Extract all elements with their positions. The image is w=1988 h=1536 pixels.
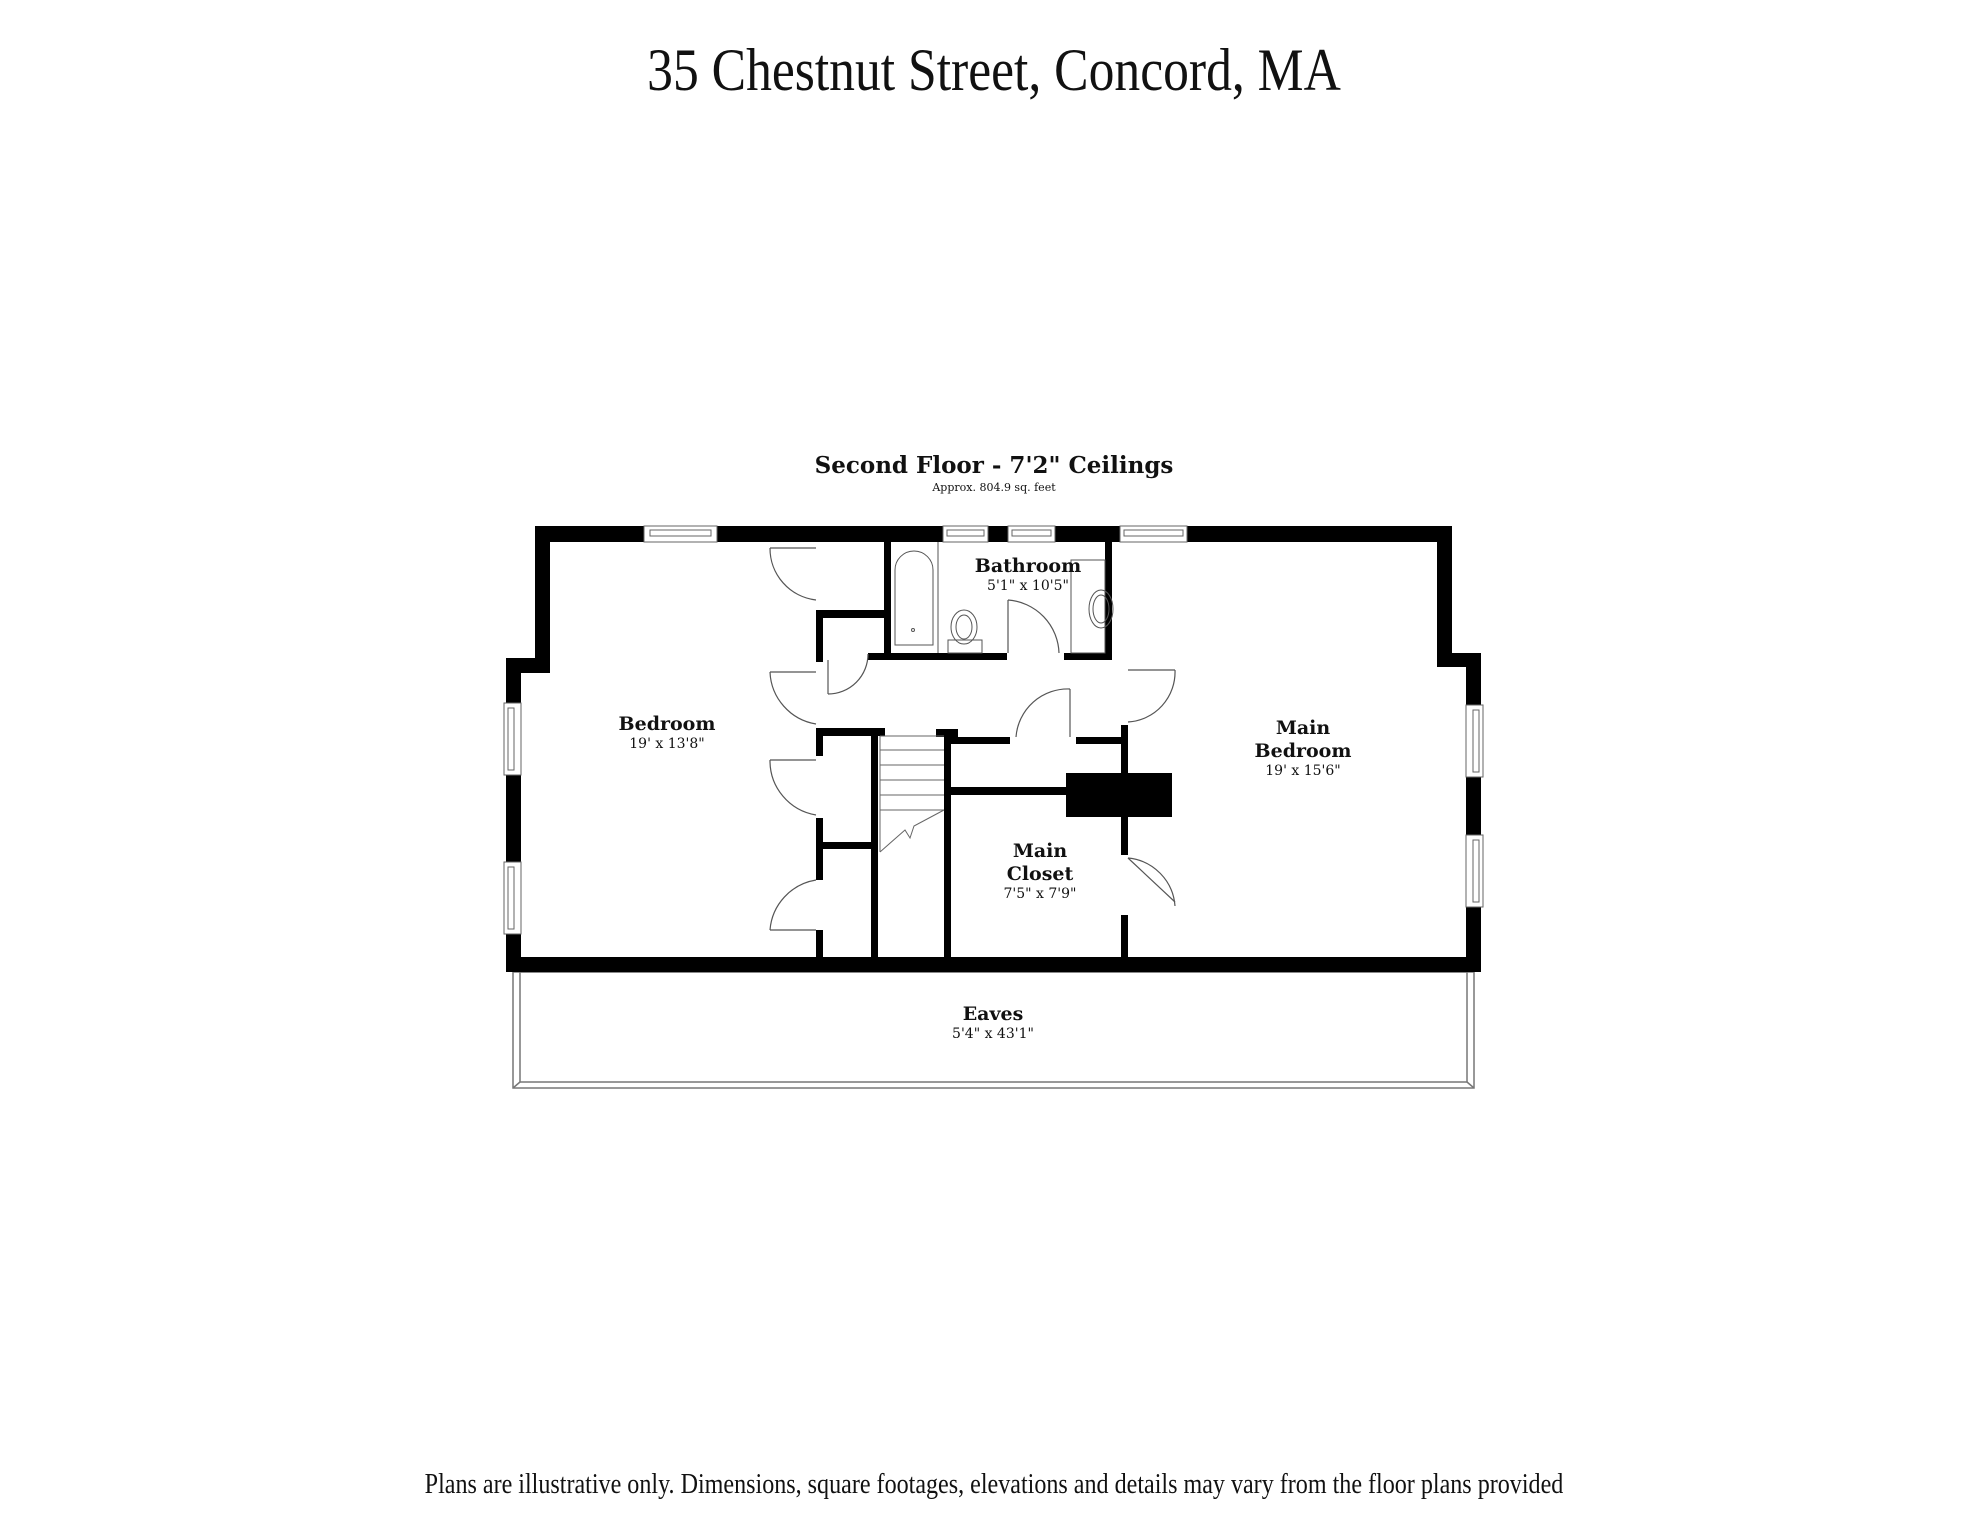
window-left-2	[503, 861, 522, 935]
room-dims: 19' x 15'6"	[1265, 763, 1341, 779]
window-top-1	[643, 525, 718, 543]
room-dims: 5'1" x 10'5"	[987, 578, 1069, 594]
door-main-bedroom-hall	[1127, 669, 1176, 723]
room-name: Bedroom	[618, 713, 716, 735]
room-name: Eaves	[962, 1003, 1024, 1025]
room-name-line1: Main	[1275, 717, 1331, 739]
room-name-line2: Bedroom	[1254, 740, 1352, 762]
room-dims: 5'4" x 43'1"	[952, 1026, 1034, 1042]
window-left-1	[503, 702, 522, 776]
door-small-closet	[827, 653, 869, 695]
room-name-line1: Main	[1012, 840, 1068, 862]
bathroom-fixtures	[894, 542, 1114, 654]
room-label-eaves: Eaves 5'4" x 43'1"	[913, 1003, 1073, 1043]
disclaimer-note: Plans are illustrative only. Dimensions,…	[424, 1469, 1564, 1500]
sink-icon	[1070, 559, 1114, 654]
floor-header: Second Floor - 7'2" Ceilings Approx. 804…	[0, 451, 1988, 495]
window-right-2	[1465, 834, 1484, 908]
door-bedroom-closet-mid	[769, 759, 817, 816]
door-hall-closet	[1015, 688, 1071, 738]
room-dims: 7'5" x 7'9"	[1003, 886, 1077, 902]
room-label-bedroom: Bedroom 19' x 13'8"	[587, 713, 747, 753]
doors	[769, 547, 1176, 931]
page-title: 35 Chestnut Street, Concord, MA	[647, 37, 1341, 103]
door-bathroom	[1007, 599, 1060, 654]
door-bedroom-hall	[769, 671, 817, 725]
room-name: Bathroom	[974, 555, 1082, 577]
room-name-line2: Closet	[1006, 863, 1074, 885]
window-right-1	[1465, 704, 1484, 778]
window-top-4	[1119, 525, 1188, 543]
floor-title: Second Floor - 7'2" Ceilings	[814, 452, 1174, 479]
floor-area: Approx. 804.9 sq. feet	[932, 481, 1056, 494]
window-top-2	[942, 525, 989, 543]
room-label-main-bedroom: Main Bedroom 19' x 15'6"	[1223, 717, 1383, 780]
door-bedroom-closet-top	[769, 547, 817, 601]
door-main-closet	[1127, 857, 1176, 907]
room-dims: 19' x 13'8"	[629, 736, 705, 752]
staircase	[879, 735, 945, 853]
window-top-3	[1007, 525, 1056, 543]
bathtub-icon	[894, 550, 934, 646]
interior-walls	[816, 542, 1172, 960]
windows	[503, 525, 1484, 935]
door-bedroom-closet-low	[769, 879, 817, 931]
room-label-main-closet: Main Closet 7'5" x 7'9"	[960, 840, 1120, 903]
toilet-icon	[947, 609, 983, 654]
room-label-bathroom: Bathroom 5'1" x 10'5"	[948, 555, 1108, 595]
